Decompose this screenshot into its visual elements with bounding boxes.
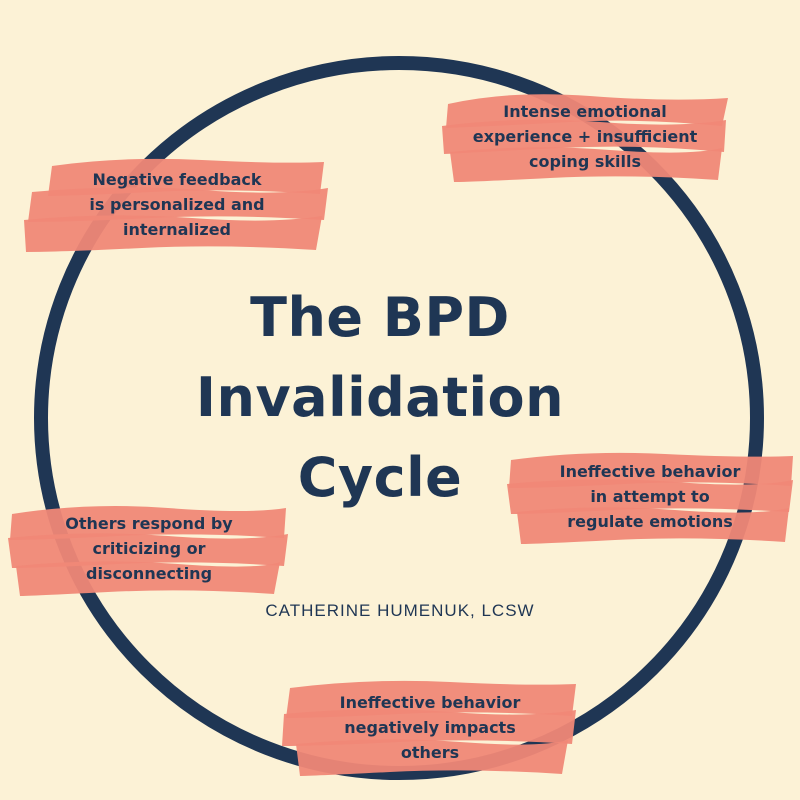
cycle-step-intense-emotional-experience: Intense emotional experience + insuffici… <box>440 82 730 190</box>
brush-stroke-highlight <box>24 158 328 252</box>
cycle-step-label: Ineffective behavior negatively impacts … <box>280 672 580 782</box>
brush-stroke-highlight <box>507 452 793 544</box>
cycle-step-others-respond: Others respond by criticizing or disconn… <box>8 494 290 602</box>
cycle-step-impacts-others: Ineffective behavior negatively impacts … <box>280 672 580 782</box>
label-line: disconnecting <box>85 563 213 583</box>
label-line: regulate emotions <box>567 511 733 531</box>
brush-stroke-highlight <box>442 94 728 182</box>
label-line: in attempt to <box>590 486 710 506</box>
label-line: Ineffective behavior <box>339 692 521 712</box>
label-line: criticizing or <box>92 538 206 558</box>
label-line: experience + insufficient <box>472 126 698 146</box>
cycle-step-label: Others respond by criticizing or disconn… <box>8 494 290 602</box>
diagram-title: The BPD Invalidation Cycle <box>150 278 610 518</box>
label-line: Ineffective behavior <box>559 461 741 481</box>
cycle-step-label: Negative feedback is personalized and in… <box>22 150 332 258</box>
label-line: is personalized and <box>89 194 265 214</box>
brush-stroke-highlight <box>282 680 576 776</box>
cycle-step-label: Ineffective behavior in attempt to regul… <box>505 442 795 550</box>
label-line: Others respond by <box>65 513 233 533</box>
label-line: negatively impacts <box>344 717 516 737</box>
title-line-2: Invalidation <box>195 366 565 429</box>
cycle-step-label: Intense emotional experience + insuffici… <box>440 82 730 190</box>
author-credit: CATHERINE HUMENUK, LCSW <box>265 601 535 620</box>
label-line: Negative feedback <box>92 169 262 189</box>
cycle-step-ineffective-behavior-regulate: Ineffective behavior in attempt to regul… <box>505 442 795 550</box>
cycle-step-negative-feedback: Negative feedback is personalized and in… <box>22 150 332 258</box>
label-line: coping skills <box>529 151 641 171</box>
label-line: others <box>400 742 460 762</box>
label-line: Intense emotional <box>503 101 667 121</box>
label-line: internalized <box>122 219 232 239</box>
title-line-1: The BPD <box>250 286 510 349</box>
title-line-3: Cycle <box>297 446 463 509</box>
brush-stroke-highlight <box>8 506 288 596</box>
